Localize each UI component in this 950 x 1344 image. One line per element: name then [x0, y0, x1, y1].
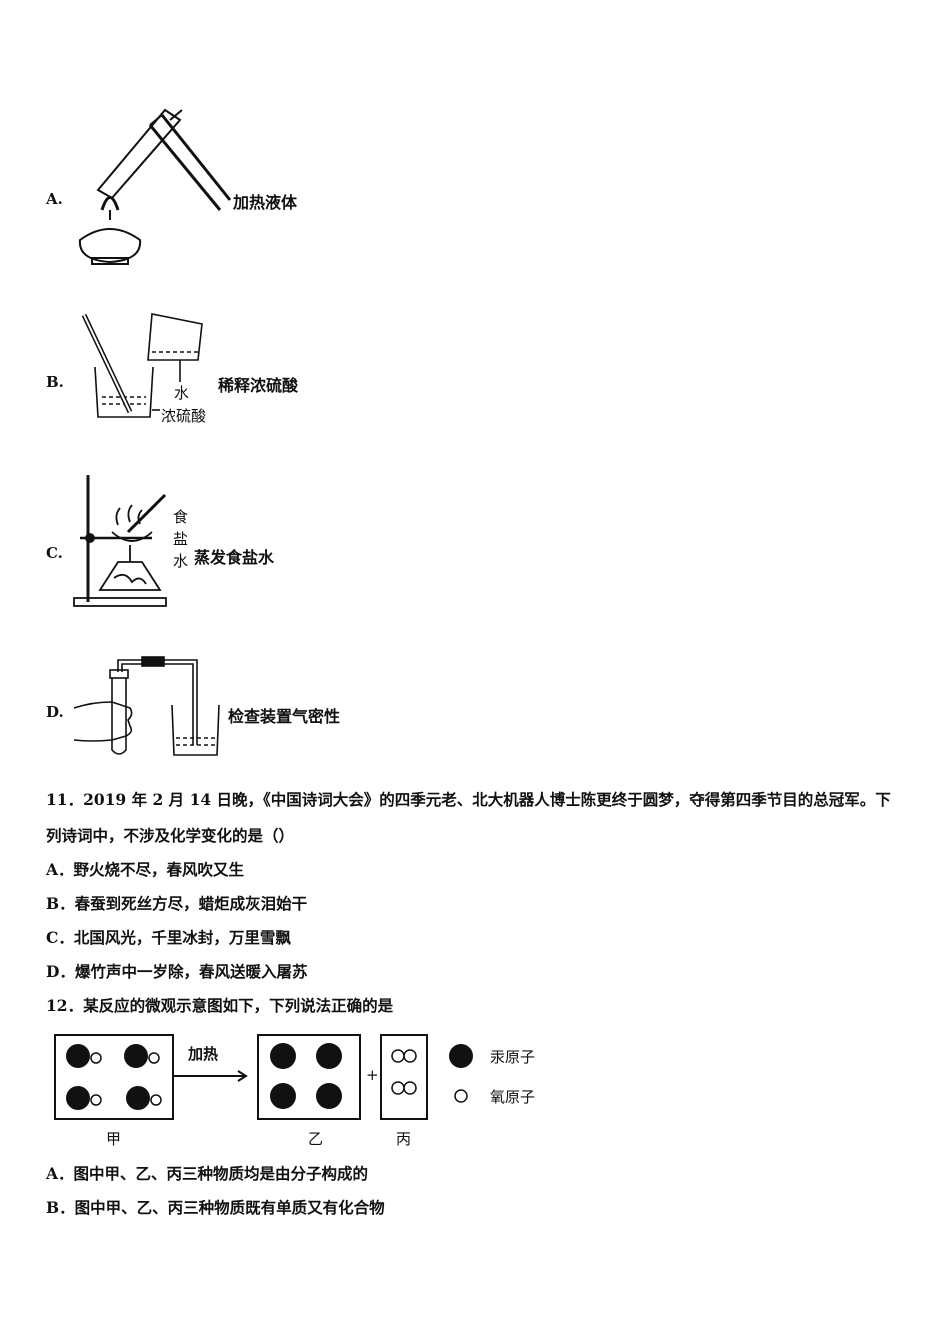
option-caption-a: 加热液体: [233, 193, 298, 212]
heating-liquid-illustration: [78, 108, 232, 265]
label-bing: 丙: [396, 1130, 412, 1148]
q12-option-b: B．图中甲、乙、丙三种物质既有单质又有化合物: [46, 1198, 385, 1217]
oxygen-atom: [148, 1052, 160, 1064]
mercury-atom: [66, 1086, 90, 1110]
mercury-atom: [124, 1044, 148, 1068]
reactant-molecules: [66, 1044, 162, 1110]
oxygen-atom: [403, 1081, 417, 1095]
plus-sign: +: [366, 1066, 379, 1084]
legend-mercury-label: 汞原子: [490, 1048, 536, 1066]
q11-option-d: D．爆竹声中一岁除，春风送暖入屠苏: [46, 962, 308, 981]
mercury-atom: [270, 1083, 296, 1109]
q11-option-c: C．北国风光，千里冰封，万里雪飘: [46, 928, 291, 947]
mercury-atom: [316, 1083, 342, 1109]
option-letter-b: B.: [46, 373, 64, 391]
dilute-acid-illustration: [81, 313, 203, 418]
option-caption-b: 稀释浓硫酸: [218, 376, 299, 395]
q12-stem: 12．某反应的微观示意图如下，下列说法正确的是: [46, 996, 394, 1015]
label-jia: 甲: [106, 1130, 122, 1148]
oxygen-atom: [391, 1081, 405, 1095]
option-letter-a: A.: [46, 190, 63, 208]
label-conc-acid: 浓硫酸: [161, 407, 207, 425]
mercury-atom: [126, 1086, 150, 1110]
option-caption-c: 蒸发食盐水: [194, 548, 275, 567]
reaction-arrow-label: 加热: [188, 1045, 219, 1063]
q11-option-b: B．春蚕到死丝方尽，蜡炬成灰泪始干: [46, 894, 308, 913]
mercury-atom: [270, 1043, 296, 1069]
mercury-atom: [316, 1043, 342, 1069]
mercury-atom: [66, 1044, 90, 1068]
option-letter-d: D.: [46, 703, 64, 721]
option-letter-c: C.: [46, 544, 63, 562]
oxygen-atom: [403, 1049, 417, 1063]
oxygen-atom: [90, 1094, 102, 1106]
label-shi: 食: [173, 508, 189, 526]
label-shui: 水: [173, 552, 189, 570]
option-caption-d: 检查装置气密性: [228, 707, 341, 726]
label-water: 水: [174, 384, 190, 402]
oxygen-atom: [391, 1049, 405, 1063]
legend-oxygen-swatch: [454, 1089, 468, 1103]
q11-option-a: A．野火烧不尽，春风吹又生: [46, 860, 245, 879]
evaporation-illustration: [73, 475, 167, 607]
label-yan: 盐: [173, 530, 189, 548]
product-oxygen-molecules: [391, 1049, 417, 1095]
q11-stem-line2: 列诗词中，不涉及化学变化的是（）: [46, 826, 295, 845]
airtight-check-illustration: [73, 656, 220, 756]
legend-oxygen-label: 氧原子: [490, 1088, 536, 1106]
label-yi: 乙: [308, 1130, 324, 1148]
q12-option-a: A．图中甲、乙、丙三种物质均是由分子构成的: [46, 1164, 369, 1183]
reaction-micro-diagram: [54, 1034, 473, 1120]
legend-mercury-swatch: [449, 1044, 473, 1068]
q11-stem-line1: 11．2019 年 2 月 14 日晚，《中国诗词大会》的四季元老、北大机器人博…: [46, 790, 891, 809]
product-mercury-atoms: [270, 1043, 342, 1109]
oxygen-atom: [90, 1052, 102, 1064]
oxygen-atom: [150, 1094, 162, 1106]
